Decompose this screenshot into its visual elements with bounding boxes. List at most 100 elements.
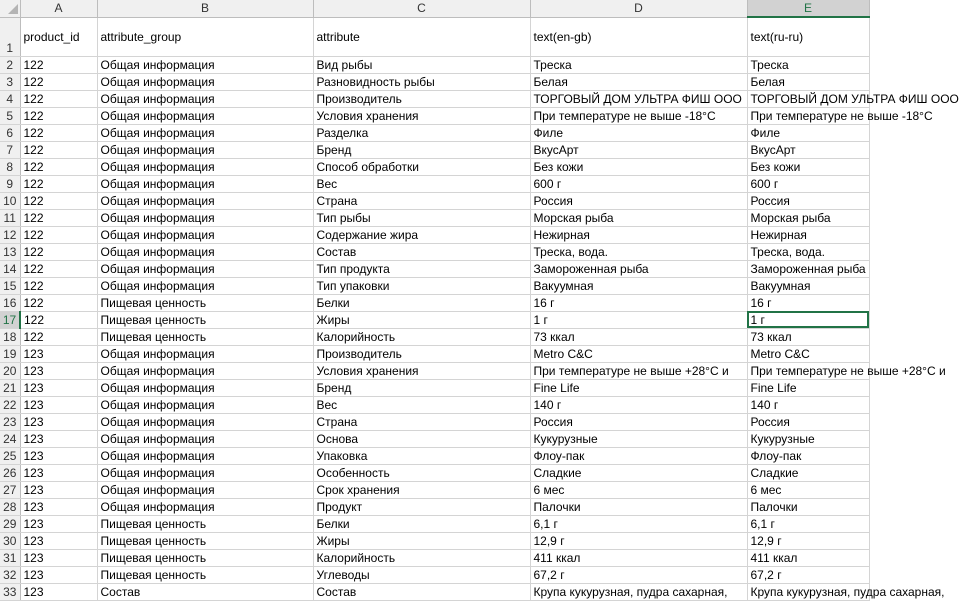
cell-d[interactable]: 67,2 г xyxy=(530,566,748,584)
row-header[interactable]: 3 xyxy=(0,73,21,91)
row-header[interactable]: 28 xyxy=(0,498,21,516)
cell-b[interactable]: Общая информация xyxy=(97,73,314,91)
cell-b[interactable]: Общая информация xyxy=(97,481,314,499)
row-header[interactable]: 27 xyxy=(0,481,21,499)
cell-b[interactable]: Общая информация xyxy=(97,413,314,431)
cell-a[interactable]: 123 xyxy=(20,583,98,601)
cell-e[interactable]: 73 ккал xyxy=(747,328,870,346)
cell-c[interactable]: Состав xyxy=(313,583,531,601)
cell-a[interactable]: 122 xyxy=(20,107,98,125)
cell-c[interactable]: Упаковка xyxy=(313,447,531,465)
cell-c[interactable]: Страна xyxy=(313,413,531,431)
cell-a[interactable]: 123 xyxy=(20,549,98,567)
row-header[interactable]: 24 xyxy=(0,430,21,448)
cell-b[interactable]: Общая информация xyxy=(97,226,314,244)
cell-e[interactable]: Треска xyxy=(747,56,870,74)
cell-d[interactable]: Без кожи xyxy=(530,158,748,176)
cell-d[interactable]: Сладкие xyxy=(530,464,748,482)
cell-e[interactable]: Россия xyxy=(747,413,870,431)
cell-c[interactable]: Разновидность рыбы xyxy=(313,73,531,91)
cell-e[interactable]: 12,9 г xyxy=(747,532,870,550)
row-header[interactable]: 2 xyxy=(0,56,21,74)
cell-a[interactable]: 122 xyxy=(20,277,98,295)
cell-e[interactable]: Кукурузные xyxy=(747,430,870,448)
cell-c[interactable]: Калорийность xyxy=(313,549,531,567)
cell-b[interactable]: Пищевая ценность xyxy=(97,328,314,346)
header-cell-product-id[interactable]: product_id xyxy=(20,17,98,57)
cell-c[interactable]: Вид рыбы xyxy=(313,56,531,74)
column-header-b[interactable]: B xyxy=(97,0,314,18)
cell-b[interactable]: Общая информация xyxy=(97,430,314,448)
row-header[interactable]: 11 xyxy=(0,209,21,227)
cell-d[interactable]: Россия xyxy=(530,192,748,210)
cell-e[interactable]: 1 г xyxy=(747,311,870,329)
header-cell-text-en-gb[interactable]: text(en-gb) xyxy=(530,17,748,57)
cell-b[interactable]: Состав xyxy=(97,583,314,601)
cell-d[interactable]: Замороженная рыба xyxy=(530,260,748,278)
cell-d[interactable]: Треска xyxy=(530,56,748,74)
cell-b[interactable]: Общая информация xyxy=(97,141,314,159)
cell-a[interactable]: 123 xyxy=(20,413,98,431)
row-header[interactable]: 23 xyxy=(0,413,21,431)
cell-a[interactable]: 123 xyxy=(20,481,98,499)
column-header-d[interactable]: D xyxy=(530,0,748,18)
cell-a[interactable]: 122 xyxy=(20,294,98,312)
row-header[interactable]: 18 xyxy=(0,328,21,346)
cell-e[interactable]: 16 г xyxy=(747,294,870,312)
cell-b[interactable]: Общая информация xyxy=(97,464,314,482)
cell-b[interactable]: Общая информация xyxy=(97,124,314,142)
cell-c[interactable]: Основа xyxy=(313,430,531,448)
cell-c[interactable]: Калорийность xyxy=(313,328,531,346)
cell-e[interactable]: Fine Life xyxy=(747,379,870,397)
cell-e[interactable]: 6,1 г xyxy=(747,515,870,533)
row-header[interactable]: 21 xyxy=(0,379,21,397)
cell-d[interactable]: Metro C&C xyxy=(530,345,748,363)
cell-b[interactable]: Общая информация xyxy=(97,209,314,227)
cell-d[interactable]: Кукурузные xyxy=(530,430,748,448)
cell-a[interactable]: 122 xyxy=(20,158,98,176)
cell-a[interactable]: 122 xyxy=(20,328,98,346)
cell-e[interactable]: ТОРГОВЫЙ ДОМ УЛЬТРА ФИШ ООО xyxy=(747,90,959,108)
cell-e[interactable]: При температуре не выше +28°С и xyxy=(747,362,946,380)
cell-e[interactable]: Треска, вода. xyxy=(747,243,870,261)
cell-c[interactable]: Жиры xyxy=(313,532,531,550)
cell-e[interactable]: При температуре не выше -18°С xyxy=(747,107,933,125)
cell-d[interactable]: 16 г xyxy=(530,294,748,312)
cell-a[interactable]: 122 xyxy=(20,311,98,329)
cell-c[interactable]: Продукт xyxy=(313,498,531,516)
cell-b[interactable]: Общая информация xyxy=(97,90,314,108)
cell-b[interactable]: Общая информация xyxy=(97,396,314,414)
cell-e[interactable]: 140 г xyxy=(747,396,870,414)
row-header[interactable]: 14 xyxy=(0,260,21,278)
cell-d[interactable]: Белая xyxy=(530,73,748,91)
header-cell-attribute-group[interactable]: attribute_group xyxy=(97,17,314,57)
cell-c[interactable]: Страна xyxy=(313,192,531,210)
cell-c[interactable]: Тип продукта xyxy=(313,260,531,278)
row-header[interactable]: 6 xyxy=(0,124,21,142)
cell-a[interactable]: 123 xyxy=(20,515,98,533)
cell-d[interactable]: Филе xyxy=(530,124,748,142)
cell-e[interactable]: Белая xyxy=(747,73,870,91)
cell-b[interactable]: Общая информация xyxy=(97,277,314,295)
cell-d[interactable]: ВкусАрт xyxy=(530,141,748,159)
cell-d[interactable]: При температуре не выше +28°С и xyxy=(530,362,748,380)
cell-c[interactable]: Белки xyxy=(313,515,531,533)
row-header[interactable]: 17 xyxy=(0,311,21,329)
row-header[interactable]: 25 xyxy=(0,447,21,465)
cell-e[interactable]: Вакуумная xyxy=(747,277,870,295)
cell-d[interactable]: 600 г xyxy=(530,175,748,193)
cell-d[interactable]: Треска, вода. xyxy=(530,243,748,261)
cell-a[interactable]: 122 xyxy=(20,56,98,74)
cell-b[interactable]: Общая информация xyxy=(97,107,314,125)
cell-e[interactable]: 67,2 г xyxy=(747,566,870,584)
cell-c[interactable]: Производитель xyxy=(313,90,531,108)
column-header-e[interactable]: E xyxy=(747,0,870,18)
cell-e[interactable]: Филе xyxy=(747,124,870,142)
cell-b[interactable]: Общая информация xyxy=(97,345,314,363)
cell-e[interactable]: Морская рыба xyxy=(747,209,870,227)
row-header[interactable]: 9 xyxy=(0,175,21,193)
cell-d[interactable]: Fine Life xyxy=(530,379,748,397)
cell-a[interactable]: 122 xyxy=(20,141,98,159)
cell-d[interactable]: 140 г xyxy=(530,396,748,414)
cell-d[interactable]: 1 г xyxy=(530,311,748,329)
